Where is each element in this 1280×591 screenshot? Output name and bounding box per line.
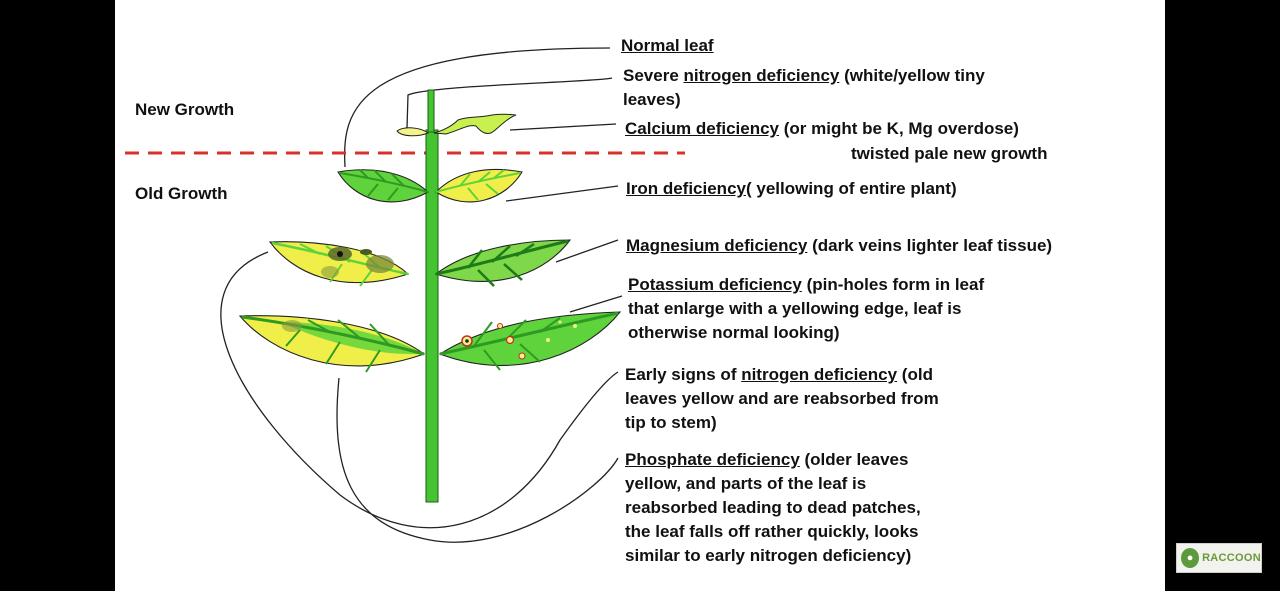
leader-normal-leaf [344,47,611,168]
early-nitrogen-label: Early signs of nitrogen deficiency (old … [625,363,939,435]
leaf-normal [337,169,429,203]
calcium-post: (or might be K, Mg overdose) [779,119,1019,138]
phosphate-post: (older leaves [799,450,909,469]
magnesium-term: Magnesium deficiency [626,236,808,255]
calcium-term: Calcium deficiency [625,119,780,138]
new-growth-label: New Growth [135,100,235,119]
leader-calcium [509,123,617,131]
leader-magnesium [555,239,619,263]
severe-nitrogen-pre: Severe [623,66,684,85]
iron-term: Iron deficiency [626,179,746,198]
leader-potassium [569,295,623,313]
leaf-potassium-deficiency [438,311,622,371]
leader-nitrogen-severe [406,77,613,129]
plant-stem [425,129,439,503]
severe-nitrogen-line2: leaves) [623,90,681,109]
leaf-early-nitrogen-deficiency [238,315,426,373]
severe-nitrogen-post: (white/yellow tiny [839,66,985,85]
magnesium-label: Magnesium deficiency (dark veins lighter… [626,234,1052,258]
magnesium-post: (dark veins lighter leaf tissue) [807,236,1053,255]
diagram-panel [115,0,1165,591]
twisted-calcium-leaf [433,113,517,135]
early-nitrogen-line3: tip to stem) [625,413,717,432]
phosphate-term: Phosphate deficiency [625,450,800,469]
phosphate-line2: yellow, and parts of the leaf is [625,474,867,493]
iron-label: Iron deficiency( yellowing of entire pla… [626,177,957,201]
leader-nitrogen-early [220,251,619,529]
phosphate-line5: similar to early nitrogen deficiency) [625,546,912,565]
early-nitrogen-line2: leaves yellow and are reabsorbed from [625,389,939,408]
raccoon-logo-icon: ● [1181,548,1200,568]
leader-phosphate [336,377,619,543]
severe-nitrogen-term: nitrogen deficiency [683,66,840,85]
leaf-iron-deficiency [435,168,523,203]
leaf-phosphate-deficiency [268,241,410,287]
potassium-post: (pin-holes form in leaf [801,275,985,294]
potassium-line3: otherwise normal looking) [628,323,840,342]
raccoon-logo: ● RACCOON [1176,543,1262,573]
leader-iron [505,185,619,202]
phosphate-line4: the leaf falls off rather quickly, looks [625,522,919,541]
calcium-label: Calcium deficiency (or might be K, Mg ov… [625,117,1019,141]
early-nitrogen-post: (old [897,365,933,384]
phosphate-line3: reabsorbed leading to dead patches, [625,498,921,517]
leaf-magnesium-deficiency [434,239,572,287]
stem-tip [427,89,435,133]
normal-leaf-label: Normal leaf [621,34,714,58]
phosphate-label: Phosphate deficiency (older leaves yello… [625,448,921,568]
iron-post: ( yellowing of entire plant) [745,179,957,198]
potassium-term: Potassium deficiency [628,275,802,294]
calcium-line2: twisted pale new growth [851,144,1048,163]
severe-nitrogen-label: Severe nitrogen deficiency (white/yellow… [623,64,985,112]
raccoon-logo-name: RACCOON [1202,552,1261,564]
old-growth-label: Old Growth [135,184,228,203]
tiny-pale-leaf [396,127,430,137]
normal-leaf-term: Normal leaf [621,36,714,55]
early-nitrogen-pre: Early signs of [625,365,742,384]
early-nitrogen-term: nitrogen deficiency [741,365,898,384]
potassium-label: Potassium deficiency (pin-holes form in … [628,273,984,345]
potassium-line2: that enlarge with a yellowing edge, leaf… [628,299,962,318]
